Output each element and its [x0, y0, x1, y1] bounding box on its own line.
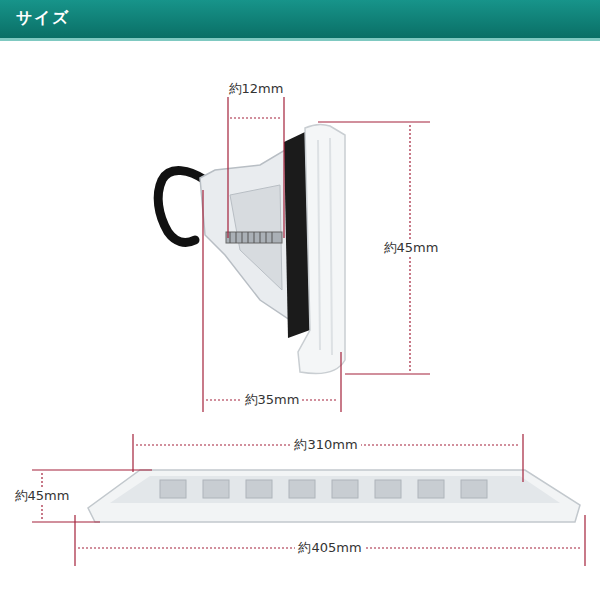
dimension-label: 約12mm	[226, 81, 287, 97]
dimension-label: 約45mm	[12, 488, 73, 504]
section-title: サイズ	[16, 8, 70, 29]
dimension-label: 約45mm	[381, 240, 442, 256]
dimension-label: 約310mm	[291, 437, 360, 453]
dimension-label: 約35mm	[242, 392, 303, 408]
header-bar	[0, 0, 600, 41]
dimension-label: 約405mm	[295, 540, 364, 556]
